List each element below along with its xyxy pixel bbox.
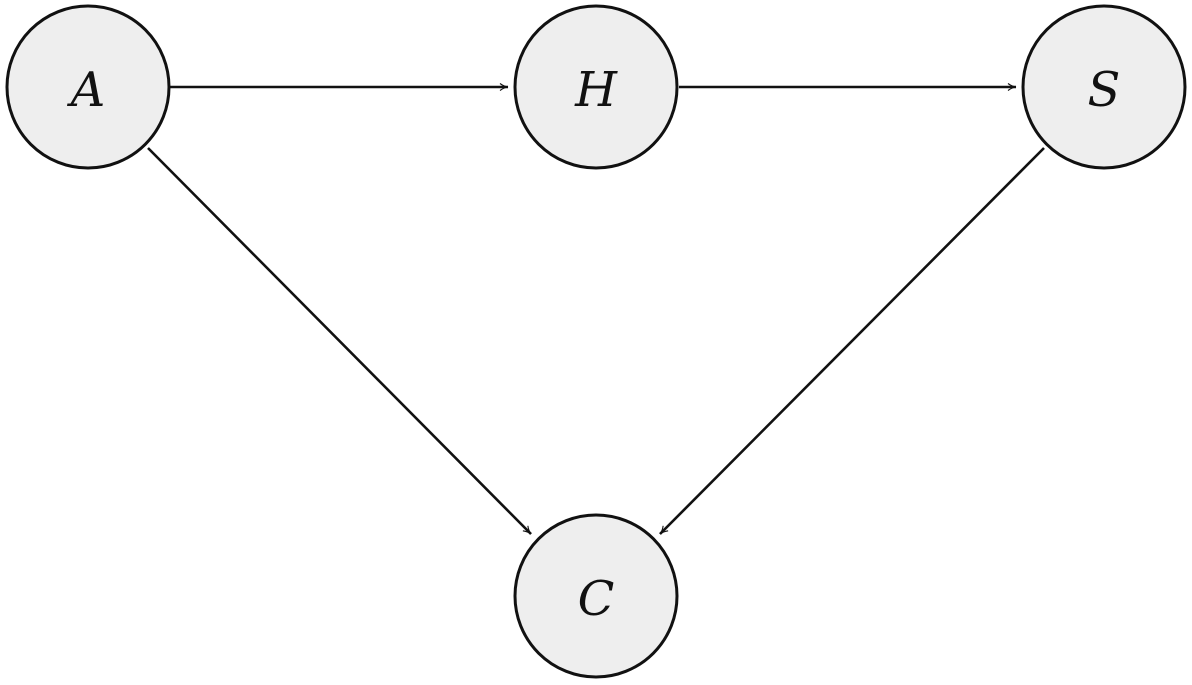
node-c-circle	[513, 513, 679, 679]
edge-s-to-c	[659, 147, 1045, 535]
node-s-label: S	[1088, 62, 1121, 118]
node-a-label: A	[67, 62, 106, 118]
edge-a-to-c	[147, 147, 532, 535]
node-s: S	[1021, 4, 1187, 170]
node-c: C	[513, 513, 679, 679]
node-a: A	[5, 4, 171, 170]
edges	[147, 83, 1045, 535]
node-s-circle	[1021, 4, 1187, 170]
node-h-label: H	[574, 62, 618, 118]
node-c-label: C	[578, 571, 615, 627]
node-a-circle	[5, 4, 171, 170]
node-h-circle	[513, 4, 679, 170]
node-h: H	[513, 4, 679, 170]
